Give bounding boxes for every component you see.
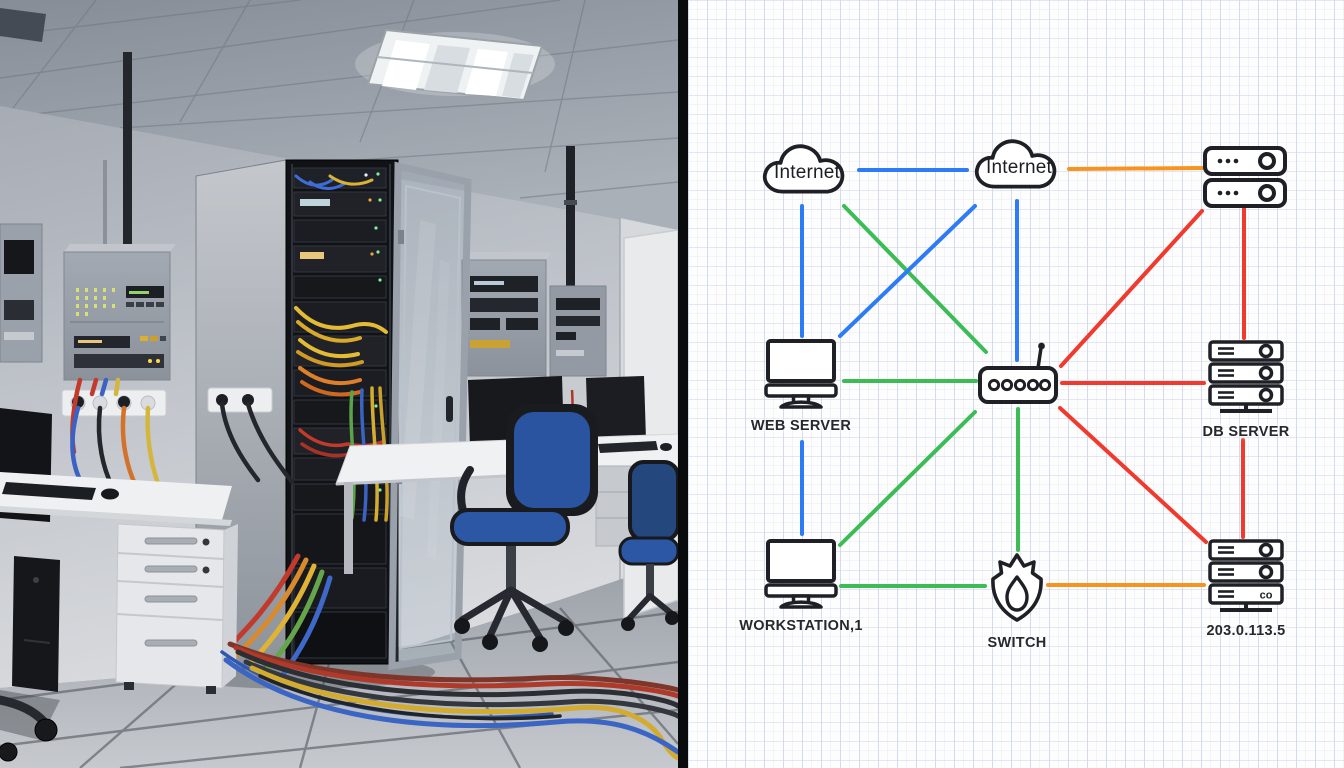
node-server-203: co 203.0.113.5: [1206, 539, 1285, 639]
rack-equipment: [293, 167, 387, 659]
node-label-switch: SWITCH: [987, 635, 1047, 651]
node-label-db-server: DB SERVER: [1202, 424, 1290, 440]
connection-lines: [800, 166, 1246, 588]
node-router: [978, 340, 1058, 406]
monitor-icon: [764, 339, 838, 409]
control-panels-right: [461, 146, 607, 377]
svg-text:co: co: [1260, 590, 1273, 602]
pc-tower: [12, 556, 60, 692]
ceiling-light: [366, 28, 544, 102]
node-internet-2: Internet: [967, 131, 1071, 197]
edge-router-server-203: [1058, 406, 1208, 544]
outlet-strip: [61, 389, 167, 417]
hanging-cables: [70, 377, 295, 489]
keyboard-right: [598, 441, 658, 453]
keyboard-left: [2, 482, 96, 500]
mouse-right: [660, 443, 672, 451]
ceiling-vent: [0, 8, 46, 42]
control-panel-main: [63, 244, 176, 381]
node-internet-1: Internet: [755, 136, 859, 202]
node-label-internet-2: Internet: [985, 157, 1053, 178]
cloud-icon: [762, 144, 845, 194]
rack-glass-door: [388, 161, 472, 671]
rack-leds: [364, 172, 382, 492]
photo-scene: [0, 0, 678, 768]
server-tower-icon: co: [1208, 539, 1284, 612]
node-workstation: WORKSTATION,1: [739, 538, 862, 634]
server-stack-icon: [1203, 146, 1287, 208]
edge-router-workstation: [838, 410, 977, 547]
monitor-back-2: [586, 376, 646, 442]
router-icon: [978, 342, 1058, 404]
server-tower-icon: [1208, 340, 1284, 413]
door-handle: [446, 396, 453, 422]
node-label-web-server: WEB SERVER: [750, 418, 852, 434]
ceiling: [0, 0, 678, 232]
cloud-icon: [974, 139, 1057, 189]
monitor-icon: [764, 539, 838, 609]
office-chair-1: [450, 404, 598, 652]
network-diagram: Internet Internet WEB SERVER DB SERVER W…: [688, 0, 1344, 768]
edge-router-server-stack: [1059, 209, 1204, 368]
node-server-stack: [1203, 146, 1287, 208]
left-desk-area: [0, 377, 295, 694]
firewall-shield-icon: [991, 553, 1043, 622]
control-panels-left: [0, 52, 176, 381]
node-switch: SWITCH: [988, 553, 1046, 651]
floor-cables: [220, 641, 678, 761]
node-label-workstation: WORKSTATION,1: [739, 618, 863, 634]
foreground-chair: [0, 690, 60, 762]
office-chair-2: [618, 460, 678, 631]
mouse-left: [101, 488, 119, 500]
conduit-right: [566, 146, 575, 288]
edge-internet-1-router: [842, 204, 988, 354]
edge-internet-2-server-stack: [1067, 166, 1204, 171]
drawer-unit: [115, 523, 238, 694]
node-web-server: WEB SERVER: [751, 338, 851, 434]
node-label-server-203: 203.0.113.5: [1206, 623, 1286, 639]
panel-divider: [678, 0, 688, 768]
edge-internet-2-web-server: [838, 204, 977, 338]
server-room-photo: [0, 0, 678, 768]
node-label-internet-1: Internet: [773, 162, 841, 183]
conduit: [123, 52, 132, 255]
node-db-server: DB SERVER: [1202, 340, 1289, 440]
